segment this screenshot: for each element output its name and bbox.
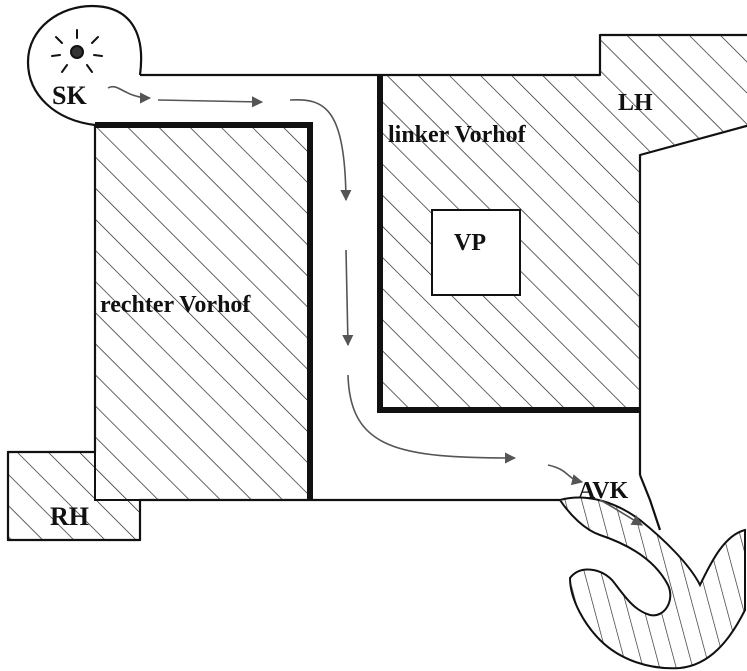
sun-node-icon bbox=[52, 30, 102, 72]
sk-label: SK bbox=[52, 81, 87, 110]
arrow-icon bbox=[548, 465, 582, 482]
lh-label: LH bbox=[618, 90, 653, 116]
rh-label: RH bbox=[50, 502, 89, 531]
avk-label: AVK bbox=[578, 478, 629, 504]
right-atrium-label: rechter Vorhof bbox=[100, 292, 251, 318]
left-atrium-label: linker Vorhof bbox=[388, 122, 527, 148]
vp-label: VP bbox=[454, 230, 486, 256]
arrow-icon bbox=[158, 100, 262, 102]
arrow-icon bbox=[108, 87, 150, 98]
arrow-icon bbox=[346, 250, 348, 345]
avk-ventricle-shape bbox=[560, 498, 745, 669]
